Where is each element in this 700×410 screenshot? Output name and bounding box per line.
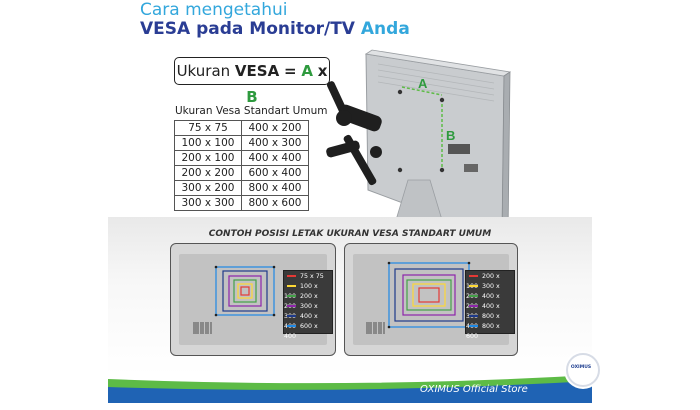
legend-item: 400 x 200 [466, 292, 512, 310]
table-cell: 300 x 200 [174, 180, 242, 196]
legend-swatch [287, 275, 296, 277]
table-cell: 400 x 400 [241, 150, 309, 166]
tv-vents [377, 63, 495, 102]
legend-item: 300 x 200 [466, 282, 512, 300]
examples-caption: CONTOH POSISI LETAK UKURAN VESA STANDART… [208, 229, 492, 239]
table-cell: 800 x 600 [241, 195, 309, 211]
vesa-squares-left [193, 265, 276, 334]
vesa-formula-box: Ukuran VESA = A x B [174, 57, 330, 106]
table-cell: 200 x 100 [174, 150, 242, 166]
tv-port-small [464, 164, 478, 172]
formula-b: B [246, 88, 258, 106]
page-title-line-1: Cara mengetahui [140, 0, 288, 20]
page-title-line-2: VESA pada Monitor/TV Anda [140, 19, 410, 39]
legend-swatch [287, 295, 296, 297]
legend-swatch [287, 325, 296, 327]
formula-x: x [317, 62, 328, 80]
formula-a: A [301, 62, 313, 80]
wall-mount-arm [326, 81, 382, 186]
legend-item: 300 x 300 [284, 302, 330, 320]
legend-label: 75 x 75 [300, 273, 324, 280]
mount-hole [397, 89, 403, 95]
vesa-table-caption: Ukuran Vesa Standart Umum [175, 105, 328, 117]
table-cell: 800 x 400 [241, 180, 309, 196]
title-accent-text: Anda [360, 19, 410, 39]
example-panel-right: 200 x 100300 x 200400 x 200400 x 300800 … [344, 243, 518, 356]
table-cell: 300 x 300 [174, 195, 242, 211]
legend-item: 400 x 400 [284, 312, 330, 330]
dimension-a-label: A [418, 76, 428, 91]
legend-swatch [287, 315, 296, 317]
legend-swatch [287, 285, 296, 287]
legend-swatch [469, 315, 478, 317]
store-logo-text: OXIMUS [570, 365, 592, 370]
example-panel-left: 75 x 75 100 x 100200 x 200300 x 300400 x … [170, 243, 336, 356]
tv-side-edge [501, 71, 511, 220]
tv-stand [395, 179, 443, 220]
formula-vesa: VESA [234, 62, 280, 80]
formula-prefix: Ukuran [176, 62, 231, 80]
legend-swatch [287, 305, 296, 307]
legend-swatch [469, 325, 478, 327]
legend-item: 400 x 300 [466, 302, 512, 320]
legend-left: 75 x 75 100 x 100200 x 200300 x 300400 x … [283, 270, 333, 340]
legend-item: 600 x 400 [284, 322, 330, 340]
table-cell: 600 x 400 [241, 165, 309, 181]
legend-swatch [469, 285, 478, 287]
dimension-a-line [401, 86, 443, 96]
legend-right: 200 x 100300 x 200400 x 200400 x 300800 … [465, 270, 515, 340]
legend-item: 200 x 100 [466, 272, 512, 290]
title-main-text: VESA pada Monitor/TV [140, 19, 355, 39]
mount-hole [439, 167, 445, 173]
legend-swatch [469, 295, 478, 297]
tv-back-panel [365, 53, 505, 220]
table-cell: 100 x 100 [174, 135, 242, 151]
legend-label: 600 x 400 [284, 323, 318, 340]
dimension-b-label: B [446, 128, 455, 143]
mount-hole [439, 97, 445, 103]
table-cell: 200 x 200 [174, 165, 242, 181]
tv-port-block [448, 144, 470, 154]
legend-swatch [469, 275, 478, 277]
vesa-rects-right [366, 261, 471, 334]
store-name: OXIMUS Official Store [420, 384, 528, 395]
footer-green-wave [108, 375, 592, 390]
legend-item: 800 x 600 [466, 322, 512, 340]
legend-item: 75 x 75 [284, 272, 330, 282]
legend-label: 800 x 600 [466, 323, 500, 340]
legend-swatch [469, 305, 478, 307]
legend-item: 200 x 200 [284, 292, 330, 310]
formula-equals: = [283, 62, 297, 80]
table-cell: 400 x 300 [241, 135, 309, 151]
legend-item: 800 x 400 [466, 312, 512, 330]
table-cell: 400 x 200 [241, 120, 309, 136]
store-logo [566, 353, 600, 387]
table-cell: 75 x 75 [174, 120, 242, 136]
tv-mount-illustration: A B [326, 49, 512, 220]
legend-item: 100 x 100 [284, 282, 330, 300]
mount-hole [397, 167, 403, 173]
brand-footer-bar [108, 375, 592, 403]
